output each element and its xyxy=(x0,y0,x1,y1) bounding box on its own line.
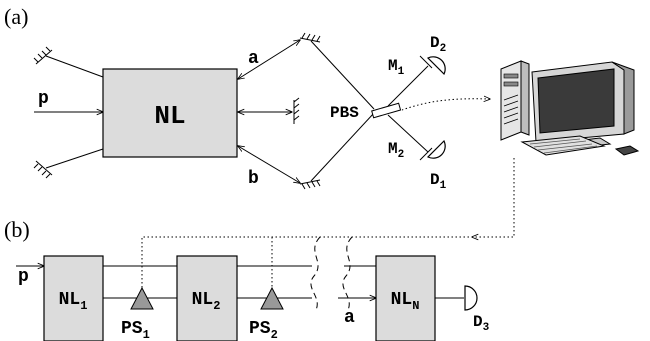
nl1-crystal-box xyxy=(43,255,104,341)
m1-label: M1 xyxy=(388,57,405,78)
break-curve-right xyxy=(342,236,353,311)
ps2-phase-shifter xyxy=(260,286,284,310)
pump-label-b: p xyxy=(18,267,29,287)
pump-label-a: p xyxy=(38,89,49,109)
computer-icon xyxy=(500,60,640,156)
nl1-label: NL1 xyxy=(59,290,88,313)
m1-mirror xyxy=(419,55,433,69)
beam-arm-a xyxy=(238,40,300,79)
pbs-label: PBS xyxy=(330,104,359,122)
nln-crystal-box xyxy=(375,255,436,341)
d3-detector xyxy=(464,285,478,311)
nl-crystal-box xyxy=(102,68,238,158)
arm-a-label: a xyxy=(248,49,259,69)
ps2-label: PS2 xyxy=(249,319,278,341)
mirror-top-right xyxy=(299,37,321,43)
beam-arm-b xyxy=(238,146,300,183)
mirror-bottom-left xyxy=(35,160,53,176)
arm-a-label-b: a xyxy=(344,308,355,328)
nl2-crystal-box xyxy=(176,255,238,341)
control-line-pbs xyxy=(401,99,490,111)
d2-detector xyxy=(426,56,446,76)
d1-detector xyxy=(426,139,446,159)
ps1-label: PS1 xyxy=(121,319,150,341)
d3-label: D3 xyxy=(473,313,490,334)
d2-label: D2 xyxy=(430,34,446,55)
control-line-to-b xyxy=(472,158,515,237)
m2-mirror xyxy=(419,147,433,161)
mirror-bottom-right xyxy=(299,179,321,185)
m2-label: M2 xyxy=(388,140,404,161)
beam-top-to-pbs xyxy=(310,40,375,110)
beam-bottom-left xyxy=(45,148,104,169)
break-curve-left xyxy=(310,236,321,311)
beam-top-left xyxy=(45,55,104,78)
beam-pbs-to-d2 xyxy=(387,65,429,107)
d1-label: D1 xyxy=(430,171,447,192)
ps-control-line xyxy=(141,236,469,288)
arm-b-label: b xyxy=(248,169,259,189)
ps1-phase-shifter xyxy=(130,286,154,310)
panel-b-label: (b) xyxy=(4,217,30,242)
beam-bottom-to-pbs xyxy=(310,112,375,182)
nl-crystal-label: NL xyxy=(154,101,185,131)
nl2-label: NL2 xyxy=(192,290,221,313)
nln-label: NLN xyxy=(391,290,420,313)
beam-pbs-to-d1 xyxy=(387,114,429,153)
pbs-element xyxy=(371,102,402,119)
panel-a-label: (a) xyxy=(4,4,28,29)
mirror-top-left xyxy=(35,49,53,65)
